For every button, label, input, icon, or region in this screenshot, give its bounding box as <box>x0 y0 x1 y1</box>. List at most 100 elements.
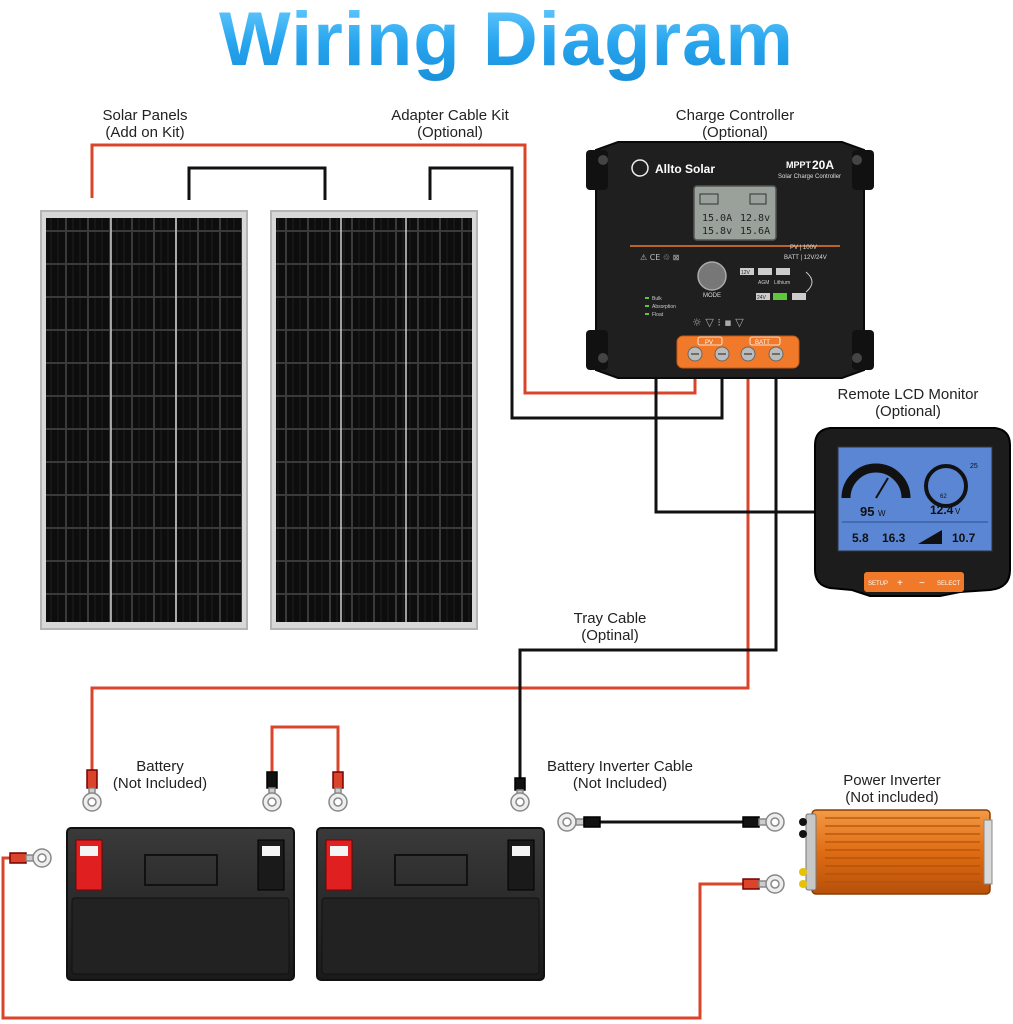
allto-solar-logo-icon <box>631 159 649 177</box>
inverter-positive-wire <box>1 856 745 1020</box>
charge-controller-title: Charge Controller <box>675 107 795 124</box>
monitor-screen <box>837 446 993 552</box>
inverter-negative-terminal[interactable] <box>799 818 807 826</box>
load-bar-icon <box>918 530 942 544</box>
controller-subtitle: Solar Charge Controller <box>778 174 841 180</box>
lcd-voltage-2: 15.8v <box>702 226 732 237</box>
ring-lug-icon <box>742 874 785 894</box>
inverter-positive-terminal-2[interactable] <box>799 880 807 888</box>
adapter-cable-label: Adapter Cable Kit (Optional) <box>370 107 530 141</box>
solar-gauge-icon <box>841 463 911 499</box>
charge-controller: Allto Solar MPPT 20A Solar Charge Contro… <box>586 141 874 379</box>
panel-icon <box>699 193 719 205</box>
tray-cable-title: Tray Cable <box>573 610 647 627</box>
pv-voltage-value: 5.8 <box>852 531 869 545</box>
solar-panels-label: Solar Panels (Add on Kit) <box>70 107 220 141</box>
pv-current-value: 16.3 <box>882 531 906 545</box>
select-button[interactable]: SELECT <box>937 581 961 587</box>
status-list: Bulk Absorption Float <box>645 296 676 318</box>
inverter-positive-terminal[interactable] <box>799 868 807 876</box>
lcd-current-1: 15.0A <box>702 213 732 224</box>
lcd-voltage-1: 12.8v <box>740 213 770 224</box>
remote-monitor-title: Remote LCD Monitor <box>837 386 979 403</box>
minus-button[interactable]: − <box>919 578 925 589</box>
battery-2 <box>316 827 545 981</box>
ring-lug-icon <box>328 771 348 812</box>
battery-1 <box>66 827 295 981</box>
black-wires <box>187 166 815 824</box>
plus-button[interactable]: + <box>897 578 903 589</box>
terminal-pv-label: PV <box>705 340 713 346</box>
power-inverter-title: Power Inverter <box>843 772 941 789</box>
solar-panel-1 <box>40 210 248 630</box>
power-inverter-subtitle: (Not included) <box>845 789 939 806</box>
battery-inverter-cable-title: Battery Inverter Cable <box>547 758 693 775</box>
indicator-icons: ☼ ▽ ⁝ ▪ ▽ <box>692 316 744 329</box>
setup-button[interactable]: SETUP <box>868 581 888 587</box>
terminal-block: PV BATT <box>676 335 800 369</box>
spec-batt: BATT | 12V/24V <box>784 255 827 261</box>
remote-monitor-subtitle: (Optional) <box>875 403 941 420</box>
type-12v: 12V <box>741 270 751 276</box>
tray-cable-label: Tray Cable (Optinal) <box>550 610 670 644</box>
pv-positive-wire <box>90 143 697 395</box>
remote-monitor-label: Remote LCD Monitor (Optional) <box>818 386 998 420</box>
status-bulk: Bulk <box>652 296 662 302</box>
remote-lcd-monitor: 95 W 62 25 12.4 V 5.8 16.3 10.7 SETUP + … <box>814 427 1011 597</box>
charge-controller-label: Charge Controller (Optional) <box>650 107 820 141</box>
certification-icons: ⚠ CE ♲ ⊠ <box>640 253 679 262</box>
battery-gauge-icon <box>924 464 968 508</box>
lcd-current-2: 15.6A <box>740 226 770 237</box>
ring-lugs <box>9 769 785 894</box>
pv-negative-wire <box>428 166 724 420</box>
type-24v: 24V <box>757 295 767 301</box>
controller-brand: Allto Solar <box>655 162 715 176</box>
battery-inverter-cable-subtitle: (Not Included) <box>572 775 668 792</box>
controller-rating: 20A <box>812 158 834 172</box>
battery-voltage: 12.4 <box>930 503 954 517</box>
ring-lug-icon <box>742 812 785 832</box>
load-value: 10.7 <box>952 531 976 545</box>
battery-icon <box>749 193 767 205</box>
inverter-negative-terminal-2[interactable] <box>799 830 807 838</box>
mode-button[interactable] <box>697 261 727 291</box>
charge-controller-subtitle: (Optional) <box>702 124 768 141</box>
battery-voltage-unit: V <box>955 507 961 516</box>
ring-lug-icon <box>510 777 530 812</box>
controller-model: MPPT <box>786 160 812 170</box>
monitor-wire <box>654 375 815 514</box>
battery-percent: 62 <box>940 494 947 500</box>
adapter-cable-subtitle: (Optional) <box>417 124 483 141</box>
diagram-title: Wiring Diagram <box>0 0 1013 83</box>
adapter-cable-title: Adapter Cable Kit <box>391 107 509 124</box>
tray-cable-subtitle: (Optinal) <box>581 627 639 644</box>
solar-panels-title: Solar Panels <box>102 107 188 124</box>
ring-lug-icon <box>82 769 102 812</box>
batt-negative-tray-wire <box>518 372 778 780</box>
solar-panel-2 <box>270 210 478 630</box>
temperature-value: 25 <box>970 463 978 470</box>
mode-label: MODE <box>703 293 721 299</box>
ring-lug-icon <box>9 848 52 868</box>
solar-power-value: 95 <box>860 504 874 519</box>
battery-label: Battery (Not Included) <box>100 758 220 792</box>
batt-positive-tray-wire <box>90 372 750 770</box>
type-lithium: Lithium <box>774 280 790 286</box>
spec-pv: PV | 100V <box>790 245 817 251</box>
ring-lug-icon <box>262 771 282 812</box>
status-float: Float <box>652 312 664 318</box>
ring-lug-icon <box>557 812 601 832</box>
status-absorption: Absorption <box>652 304 676 310</box>
battery-series-red-wire <box>270 725 340 772</box>
controller-lcd <box>693 185 777 241</box>
solar-panels-subtitle: (Add on Kit) <box>105 124 185 141</box>
battery-type-selector: 12V 24V AGM Lithium <box>740 268 813 301</box>
battery-title: Battery <box>136 758 184 775</box>
panel-series-wire <box>187 166 327 200</box>
battery-inverter-cable-label: Battery Inverter Cable (Not Included) <box>530 758 710 792</box>
battery-subtitle: (Not Included) <box>112 775 208 792</box>
power-inverter <box>799 809 993 895</box>
terminal-batt-label: BATT <box>755 340 770 346</box>
red-wires <box>1 143 750 1020</box>
